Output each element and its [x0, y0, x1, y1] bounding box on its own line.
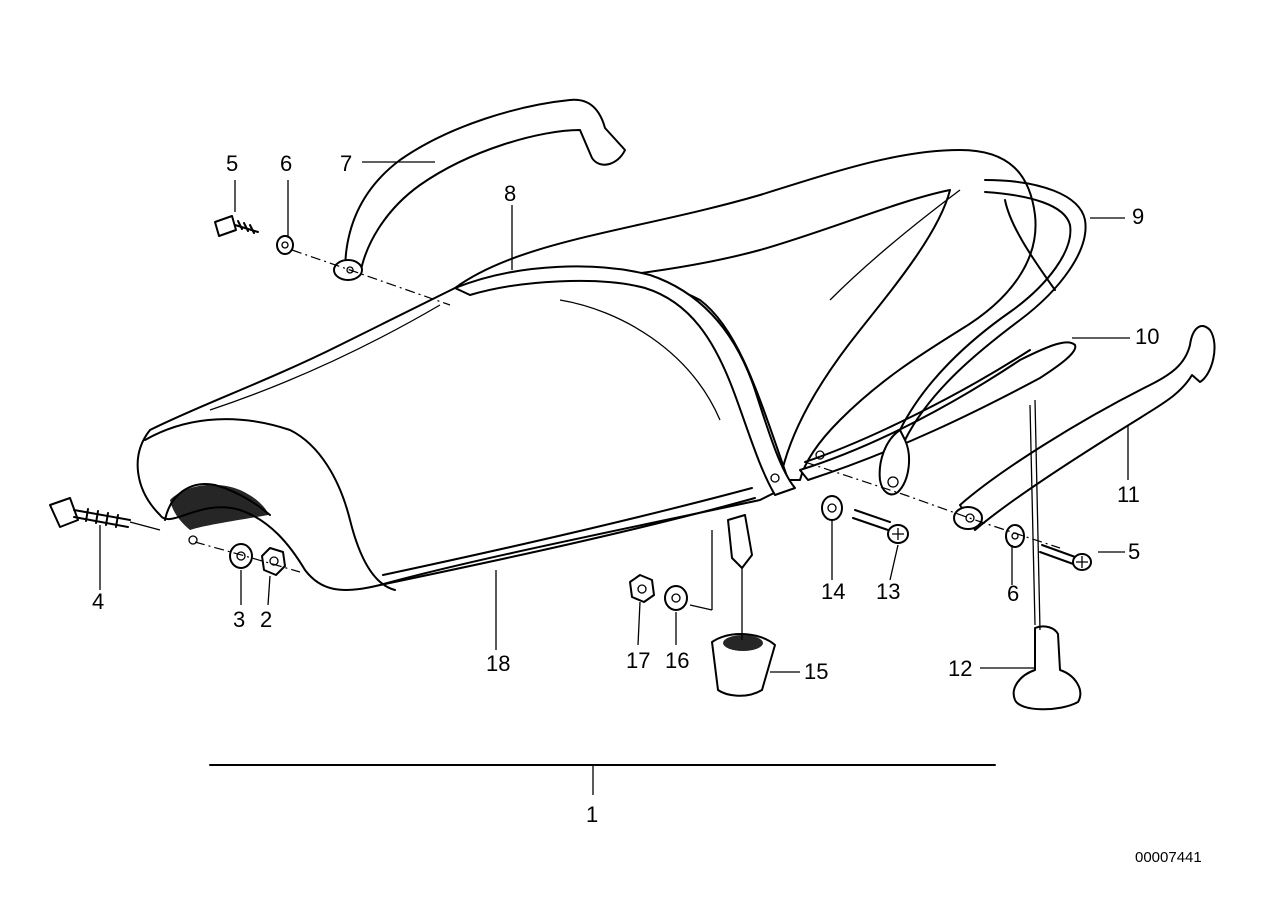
- callout-6-top: 6: [280, 151, 293, 176]
- callout-5-top: 5: [226, 151, 239, 176]
- callout-2: 2: [260, 607, 273, 632]
- grab-rail-11: [953, 325, 1216, 531]
- callout-16: 16: [665, 648, 690, 673]
- document-id: 00007441: [1135, 849, 1202, 866]
- callout-1: 1: [586, 802, 599, 827]
- callout-15: 15: [804, 659, 829, 684]
- callout-4: 4: [92, 589, 105, 614]
- seat-illustration: [136, 149, 1077, 591]
- callout-12: 12: [948, 656, 973, 681]
- callout-8: 8: [504, 181, 517, 206]
- callout-11: 11: [1117, 482, 1140, 507]
- callout-7: 7: [340, 151, 353, 176]
- leader-lines: [99, 161, 1130, 795]
- callout-13: 13: [876, 579, 901, 604]
- callout-14: 14: [821, 579, 846, 604]
- callout-17: 17: [626, 648, 651, 673]
- grab-rail-9: [878, 179, 1087, 496]
- callout-6-right: 6: [1007, 581, 1020, 606]
- hardware-parts: [49, 215, 1092, 711]
- callout-18: 18: [486, 651, 511, 676]
- callout-10: 10: [1135, 324, 1160, 349]
- grab-handle-7: [333, 98, 626, 281]
- callout-9: 9: [1132, 204, 1145, 229]
- callout-5-right: 5: [1128, 539, 1141, 564]
- callout-3: 3: [233, 607, 246, 632]
